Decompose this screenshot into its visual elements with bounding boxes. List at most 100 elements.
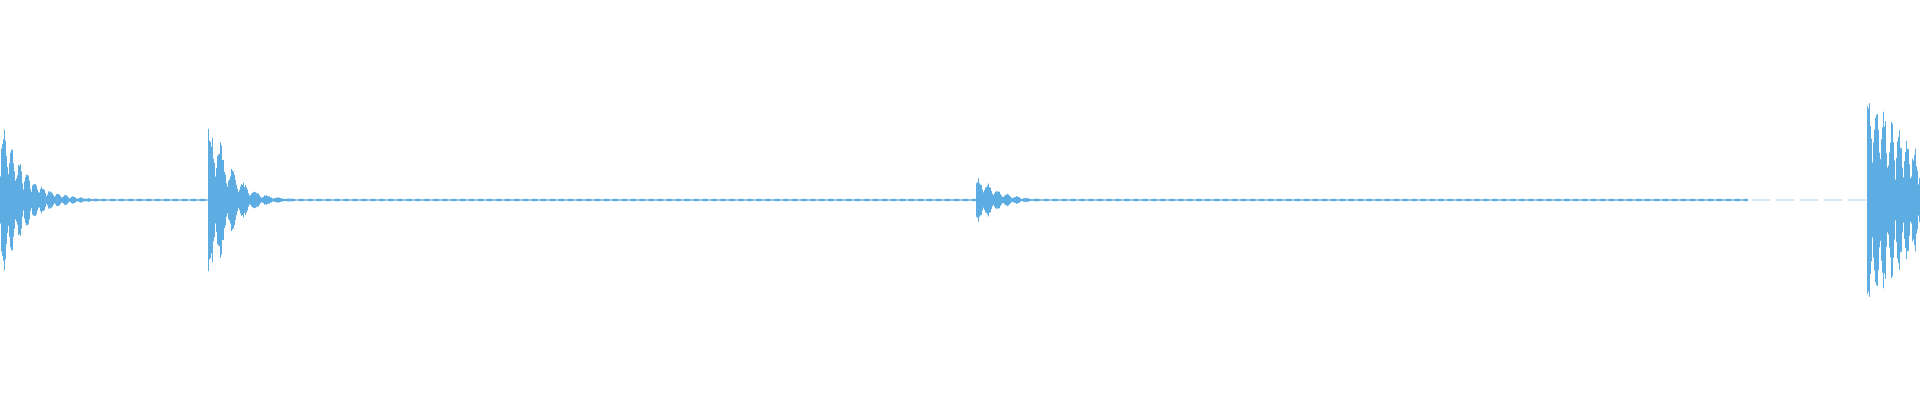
waveform-sample bbox=[1007, 193, 1008, 207]
waveform-sample bbox=[1727, 198, 1728, 202]
waveform-sample bbox=[1688, 199, 1689, 201]
waveform-sample bbox=[38, 192, 39, 208]
waveform-sample bbox=[878, 199, 879, 201]
waveform-sample bbox=[764, 199, 765, 201]
waveform-sample bbox=[704, 198, 705, 202]
waveform-sample bbox=[572, 198, 573, 202]
waveform-sample bbox=[214, 162, 215, 238]
waveform-sample bbox=[1542, 199, 1543, 201]
waveform-sample bbox=[1060, 199, 1061, 201]
waveform-sample bbox=[950, 199, 951, 201]
waveform-sample bbox=[141, 198, 142, 202]
waveform-sample bbox=[431, 199, 432, 201]
waveform-sample bbox=[1733, 199, 1734, 201]
waveform-sample bbox=[461, 198, 462, 202]
waveform-sample bbox=[1346, 199, 1347, 201]
waveform-sample bbox=[1744, 198, 1745, 202]
waveform-sample bbox=[372, 198, 373, 202]
waveform-sample bbox=[1703, 198, 1704, 202]
waveform-sample bbox=[1067, 199, 1068, 201]
waveform-sample bbox=[106, 199, 107, 201]
waveform-sample bbox=[906, 199, 907, 201]
waveform-sample bbox=[245, 185, 246, 215]
waveform-sample bbox=[149, 198, 150, 202]
waveform-sample bbox=[1544, 199, 1545, 201]
waveform-sample bbox=[715, 198, 716, 202]
waveform-sample bbox=[1658, 198, 1659, 202]
waveform-sample bbox=[923, 199, 924, 201]
waveform-sample bbox=[582, 199, 583, 201]
waveform-sample bbox=[904, 198, 905, 202]
waveform-sample bbox=[736, 199, 737, 201]
waveform-sample bbox=[788, 199, 789, 201]
waveform-sample bbox=[1591, 199, 1592, 201]
waveform-sample bbox=[622, 198, 623, 202]
waveform-sample bbox=[1283, 199, 1284, 201]
waveform-sample bbox=[1413, 198, 1414, 202]
waveform-sample bbox=[1258, 199, 1259, 201]
waveform-sample bbox=[1276, 199, 1277, 201]
waveform-sample bbox=[1387, 198, 1388, 202]
waveform-sample bbox=[977, 182, 978, 218]
waveform-sample bbox=[1488, 199, 1489, 201]
waveform-sample bbox=[140, 198, 141, 202]
waveform-sample bbox=[1444, 199, 1445, 201]
waveform-sample bbox=[1447, 199, 1448, 201]
waveform-sample bbox=[211, 146, 212, 254]
waveform-sample bbox=[274, 198, 275, 202]
waveform-sample bbox=[280, 198, 281, 202]
waveform-sample bbox=[278, 197, 279, 203]
waveform-sample bbox=[679, 198, 680, 202]
waveform-sample bbox=[233, 171, 234, 229]
waveform-sample bbox=[138, 198, 139, 202]
waveform-sample bbox=[1520, 198, 1521, 202]
waveform-sample bbox=[1611, 198, 1612, 202]
waveform-sample bbox=[307, 199, 308, 201]
waveform-sample bbox=[1244, 198, 1245, 202]
waveform-sample bbox=[602, 199, 603, 201]
waveform-sample bbox=[901, 198, 902, 202]
waveform-sample bbox=[1316, 198, 1317, 202]
waveform-sample bbox=[287, 198, 288, 202]
waveform-sample bbox=[1659, 199, 1660, 201]
waveform-sample bbox=[1431, 198, 1432, 202]
waveform-sample bbox=[653, 199, 654, 201]
waveform-sample bbox=[134, 199, 135, 201]
waveform-sample bbox=[277, 197, 278, 203]
waveform-sample bbox=[553, 198, 554, 202]
waveform-sample bbox=[1237, 199, 1238, 201]
waveform-sample bbox=[1354, 199, 1355, 201]
waveform-sample bbox=[533, 198, 534, 202]
waveform-sample bbox=[817, 199, 818, 201]
waveform-sample bbox=[658, 198, 659, 202]
waveform-sample bbox=[335, 198, 336, 202]
waveform-sample bbox=[1050, 199, 1051, 201]
waveform-sample bbox=[1450, 198, 1451, 202]
waveform-sample bbox=[627, 199, 628, 201]
waveform-sample bbox=[131, 198, 132, 202]
waveform-sample bbox=[1069, 199, 1070, 201]
waveform-sample bbox=[1415, 198, 1416, 202]
waveform-sample bbox=[147, 198, 148, 202]
waveform-sample bbox=[1306, 198, 1307, 202]
waveform-sample bbox=[537, 199, 538, 201]
waveform-sample bbox=[612, 199, 613, 201]
waveform-sample bbox=[1493, 198, 1494, 202]
waveform-sample bbox=[1565, 198, 1566, 202]
waveform-sample bbox=[49, 192, 50, 208]
waveform-sample bbox=[681, 199, 682, 201]
waveform-sample bbox=[1636, 198, 1637, 202]
waveform-sample bbox=[1174, 199, 1175, 201]
waveform-sample bbox=[872, 199, 873, 201]
waveform-sample bbox=[1652, 199, 1653, 201]
waveform-sample bbox=[1460, 198, 1461, 202]
waveform-sample bbox=[826, 199, 827, 201]
waveform-sample bbox=[1289, 198, 1290, 202]
waveform-sample bbox=[1646, 198, 1647, 202]
waveform-sample bbox=[1250, 198, 1251, 202]
waveform-sample bbox=[864, 198, 865, 202]
waveform-sample bbox=[896, 199, 897, 201]
waveform-sample bbox=[1903, 177, 1904, 223]
waveform-sample bbox=[1009, 195, 1010, 205]
